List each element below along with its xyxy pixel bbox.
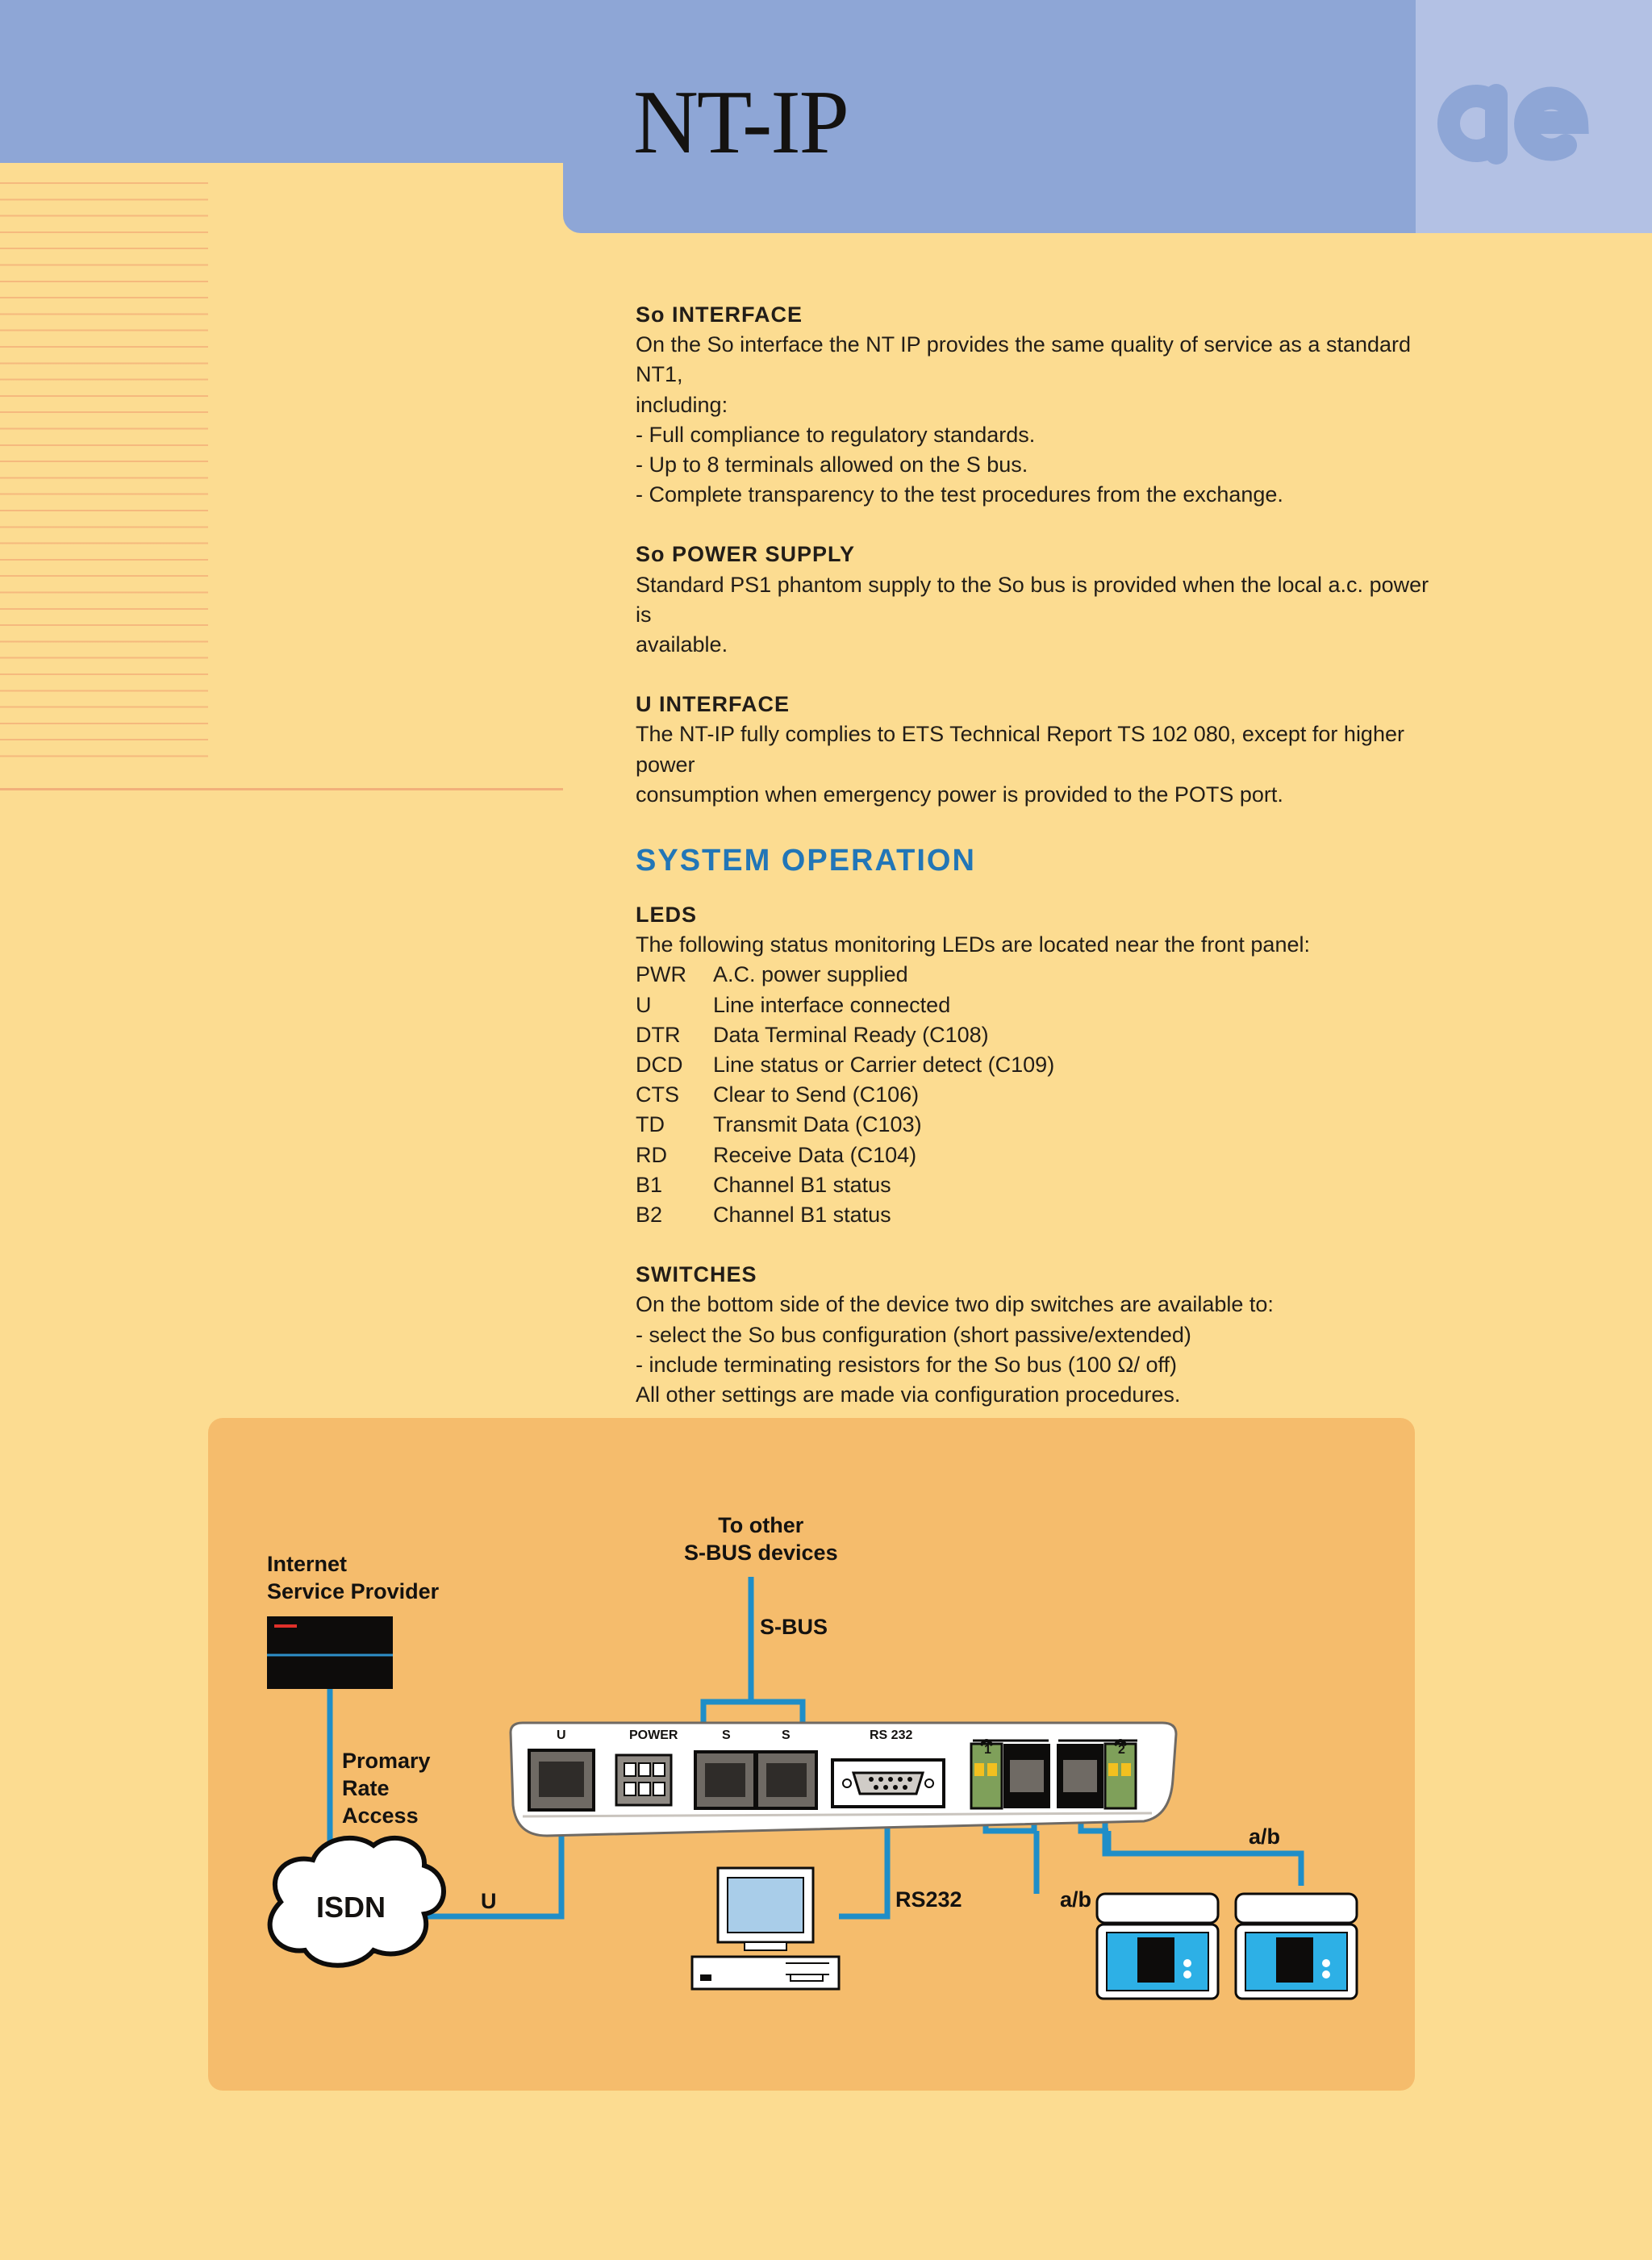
- led-desc: Clear to Send (C106): [713, 1082, 920, 1107]
- header-band-extension: [563, 163, 1416, 233]
- led-row: PWR A.C. power supplied: [636, 960, 1442, 990]
- led-row: DTR Data Terminal Ready (C108): [636, 1020, 1442, 1050]
- led-desc: Line status or Carrier detect (C109): [713, 1053, 1055, 1078]
- led-desc: Line interface connected: [713, 992, 951, 1017]
- ae-logo-icon: [1437, 84, 1589, 165]
- telephone-icon: [1095, 1892, 1220, 2000]
- so-interface-item: - Up to 8 terminals allowed on the S bus…: [636, 452, 1028, 477]
- led-desc: Channel B1 status: [713, 1203, 891, 1228]
- page-title: NT-IP: [633, 73, 849, 173]
- so-power-text: available.: [636, 632, 728, 657]
- led-code: DTR: [636, 1022, 681, 1047]
- so-power-heading: So POWER SUPPLY: [636, 542, 856, 567]
- so-interface-heading: So INTERFACE: [636, 302, 803, 327]
- port-label-s: S: [782, 1728, 791, 1742]
- leds-intro: The following status monitoring LEDs are…: [636, 932, 1310, 957]
- ab-label: a/b: [1249, 1824, 1281, 1849]
- switches-text: - include terminating resistors for the …: [636, 1352, 1177, 1377]
- u-interface-heading: U INTERFACE: [636, 692, 791, 717]
- led-code: TD: [636, 1112, 665, 1137]
- port-label-1: 1: [984, 1743, 991, 1757]
- led-code: B2: [636, 1203, 663, 1228]
- u-interface-text: The NT-IP fully complies to ETS Technica…: [636, 722, 1404, 777]
- so-power-text: Standard PS1 phantom supply to the So bu…: [636, 572, 1429, 627]
- so-interface-item: - Full compliance to regulatory standard…: [636, 422, 1036, 447]
- led-code: B1: [636, 1172, 663, 1197]
- so-interface-text: including:: [636, 392, 728, 417]
- main-content: So INTERFACE On the So interface the NT …: [636, 300, 1442, 1410]
- led-row: TD Transmit Data (C103): [636, 1110, 1442, 1140]
- led-desc: A.C. power supplied: [713, 962, 908, 987]
- led-code: DCD: [636, 1053, 683, 1078]
- led-row: B2 Channel B1 status: [636, 1200, 1442, 1230]
- leds-heading: LEDS: [636, 903, 698, 928]
- led-row: DCD Line status or Carrier detect (C109): [636, 1050, 1442, 1080]
- isdn-label: ISDN: [316, 1891, 386, 1924]
- isp-server-icon: [267, 1616, 393, 1689]
- u-interface-text: consumption when emergency power is prov…: [636, 782, 1283, 807]
- isp-label: Internet Service Provider: [267, 1552, 440, 1603]
- led-desc: Transmit Data (C103): [713, 1112, 922, 1137]
- led-row: CTS Clear to Send (C106): [636, 1080, 1442, 1110]
- led-row: U Line interface connected: [636, 990, 1442, 1020]
- port-label-2: 2: [1118, 1743, 1125, 1757]
- port-label-rs232: RS 232: [870, 1728, 913, 1742]
- led-desc: Receive Data (C104): [713, 1142, 917, 1167]
- port-label-u: U: [557, 1728, 566, 1742]
- led-code: RD: [636, 1142, 667, 1167]
- port-label-power: POWER: [629, 1728, 678, 1742]
- isdn-cloud-icon: [267, 1836, 446, 1968]
- logo-panel: [1416, 0, 1652, 233]
- led-desc: Data Terminal Ready (C108): [713, 1022, 989, 1047]
- to-other-sbus-label: To other S-BUS devices: [684, 1513, 838, 1565]
- switches-text: - select the So bus configuration (short…: [636, 1322, 1191, 1347]
- led-code: PWR: [636, 962, 686, 987]
- led-row: RD Receive Data (C104): [636, 1140, 1442, 1170]
- port-label-s: S: [722, 1728, 731, 1742]
- diagram-graphics: [267, 1577, 1358, 2000]
- led-code: U: [636, 992, 652, 1017]
- switches-heading: SWITCHES: [636, 1262, 757, 1287]
- decorative-stripes: [0, 182, 208, 771]
- rs232-link-label: RS232: [895, 1887, 962, 1912]
- so-interface-text: On the So interface the NT IP provides t…: [636, 332, 1412, 387]
- led-desc: Channel B1 status: [713, 1172, 891, 1197]
- primary-rate-access-label: Promary Rate Access: [342, 1749, 431, 1828]
- nt-ip-device: [509, 1721, 1178, 1837]
- telephone-icon: [1234, 1892, 1358, 2000]
- ab-label: a/b: [1060, 1887, 1092, 1912]
- connection-diagram: Internet Service Provider To other S-BUS…: [208, 1418, 1415, 2091]
- u-link-label: U: [481, 1889, 497, 1913]
- computer-icon: [690, 1866, 841, 1991]
- switches-text: On the bottom side of the device two dip…: [636, 1292, 1274, 1317]
- led-row: B1 Channel B1 status: [636, 1170, 1442, 1200]
- sbus-label: S-BUS: [760, 1615, 828, 1639]
- so-interface-item: - Complete transparency to the test proc…: [636, 482, 1283, 507]
- led-code: CTS: [636, 1082, 679, 1107]
- system-operation-title: SYSTEM OPERATION: [636, 844, 976, 878]
- header-band: [0, 0, 1416, 163]
- switches-text: All other settings are made via configur…: [636, 1382, 1181, 1407]
- section-divider: [0, 788, 563, 790]
